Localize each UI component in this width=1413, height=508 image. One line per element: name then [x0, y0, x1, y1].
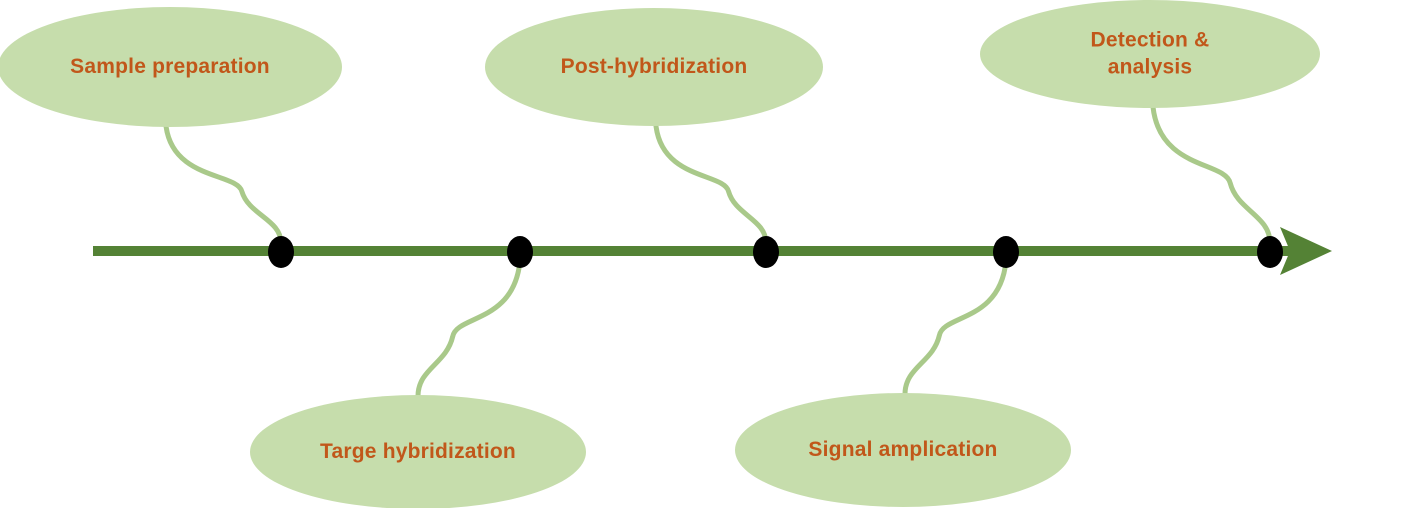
step-label-line: Detection &: [1091, 28, 1210, 51]
connector-curve-4: [902, 258, 1009, 397]
step-label-5: Detection & analysis: [1091, 28, 1210, 78]
step-label-4: Signal amplication: [808, 438, 997, 461]
connector-curve-5: [1150, 104, 1273, 246]
milestone-dot-2[interactable]: [507, 236, 533, 268]
timeline-arrowhead-icon: [1280, 227, 1332, 275]
step-node-3[interactable]: [485, 8, 823, 126]
milestone-dot-1[interactable]: [268, 236, 294, 268]
step-node-4[interactable]: [735, 393, 1071, 507]
step-label-line: Signal amplication: [808, 438, 997, 461]
step-label-line: Sample preparation: [70, 55, 270, 78]
connector-curve-2: [415, 258, 523, 399]
connector-curve-1: [163, 123, 284, 246]
connector-curve-3: [653, 123, 769, 246]
step-label-line: analysis: [1108, 55, 1193, 78]
step-label-line: Targe hybridization: [320, 440, 516, 463]
step-node-5[interactable]: [980, 0, 1320, 108]
step-label-3: Post-hybridization: [561, 55, 748, 78]
milestone-dot-3[interactable]: [753, 236, 779, 268]
step-node-2[interactable]: [250, 395, 586, 508]
step-label-2: Targe hybridization: [320, 440, 516, 463]
step-label-1: Sample preparation: [70, 55, 270, 78]
step-node-1[interactable]: [0, 7, 342, 127]
step-label-line: Post-hybridization: [561, 55, 748, 78]
milestone-dot-5[interactable]: [1257, 236, 1283, 268]
milestone-dot-4[interactable]: [993, 236, 1019, 268]
